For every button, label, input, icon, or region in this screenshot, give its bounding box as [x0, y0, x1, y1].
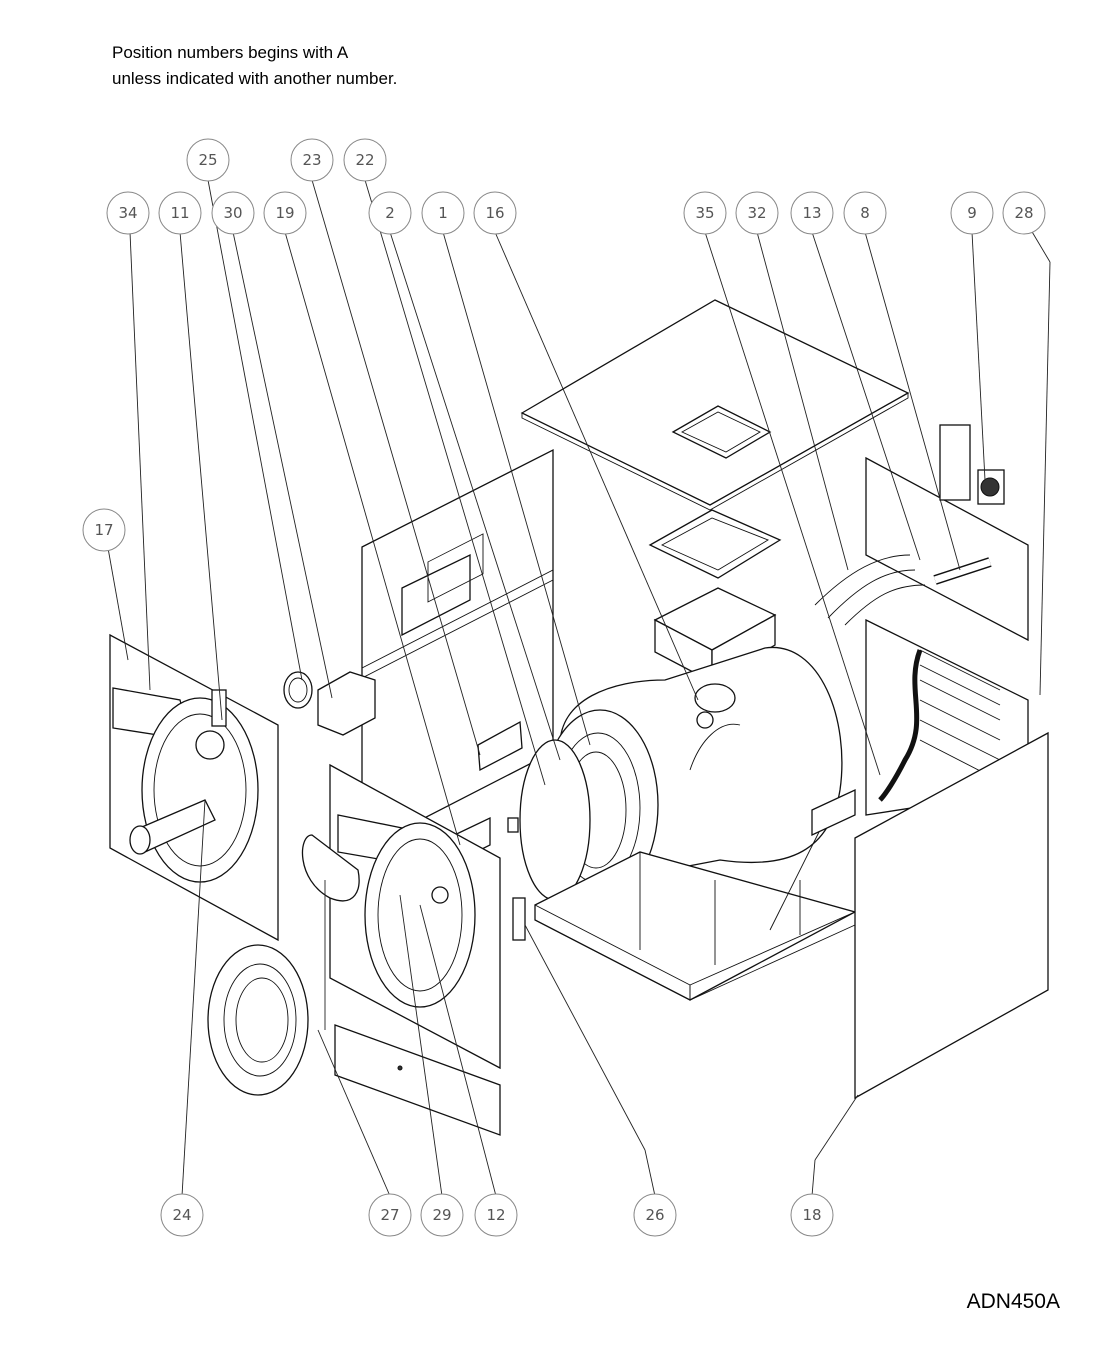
callout-11: 11: [158, 191, 202, 235]
note-line-2: unless indicated with another number.: [112, 69, 398, 88]
base-frame: [534, 788, 857, 1001]
svg-text:11: 11: [170, 204, 189, 222]
callout-16: 16: [473, 191, 517, 235]
svg-text:2: 2: [385, 204, 395, 222]
svg-text:25: 25: [198, 151, 217, 169]
callout-24: 24: [160, 1193, 204, 1237]
callout-32: 32: [735, 191, 779, 235]
svg-text:16: 16: [485, 204, 504, 222]
callout-19: 19: [263, 191, 307, 235]
callout-1: 1: [421, 191, 465, 235]
top-lid-panel: [520, 299, 910, 511]
callout-17: 17: [82, 508, 126, 552]
callout-18: 18: [790, 1193, 834, 1237]
callout-27: 27: [368, 1193, 412, 1237]
callout-2: 2: [368, 191, 412, 235]
callout-29: 29: [420, 1193, 464, 1237]
door-switch: [507, 817, 526, 941]
right-side-panel: [854, 731, 1049, 1100]
callout-9: 9: [950, 191, 994, 235]
callout-8: 8: [843, 191, 887, 235]
callout-28: 28: [1002, 191, 1046, 235]
note-line-1: Position numbers begins with A: [112, 43, 349, 62]
svg-text:35: 35: [695, 204, 714, 222]
callout-35: 35: [683, 191, 727, 235]
svg-text:26: 26: [645, 1206, 664, 1224]
svg-text:27: 27: [380, 1206, 399, 1224]
drum-tub: [519, 646, 843, 901]
rear-valve-panel: [814, 424, 1029, 642]
door-gasket-ring: [283, 671, 313, 709]
svg-text:22: 22: [355, 151, 374, 169]
svg-text:17: 17: [94, 521, 113, 539]
svg-text:28: 28: [1014, 204, 1033, 222]
left-front-panel: [109, 633, 279, 942]
svg-text:8: 8: [860, 204, 870, 222]
leader-lines: [107, 179, 1051, 1197]
svg-text:18: 18: [802, 1206, 821, 1224]
svg-text:12: 12: [486, 1206, 505, 1224]
svg-text:19: 19: [275, 204, 294, 222]
door-ring: [207, 944, 309, 1096]
callout-25: 25: [186, 138, 230, 182]
hinge-bracket: [317, 671, 376, 736]
callout-34: 34: [106, 191, 150, 235]
svg-text:32: 32: [747, 204, 766, 222]
svg-text:24: 24: [172, 1206, 191, 1224]
svg-text:34: 34: [118, 204, 137, 222]
lid-frame: [648, 509, 782, 579]
callout-23: 23: [290, 138, 334, 182]
svg-text:9: 9: [967, 204, 977, 222]
svg-text:30: 30: [223, 204, 242, 222]
svg-text:1: 1: [438, 204, 448, 222]
svg-text:23: 23: [302, 151, 321, 169]
kick-plate: [334, 1024, 501, 1136]
front-door-panel: [301, 763, 501, 1070]
callout-12: 12: [474, 1193, 518, 1237]
svg-text:13: 13: [802, 204, 821, 222]
callout-22: 22: [343, 138, 387, 182]
callout-26: 26: [633, 1193, 677, 1237]
callout-13: 13: [790, 191, 834, 235]
document-id: ADN450A: [966, 1290, 1060, 1313]
callout-30: 30: [211, 191, 255, 235]
svg-text:29: 29: [432, 1206, 451, 1224]
